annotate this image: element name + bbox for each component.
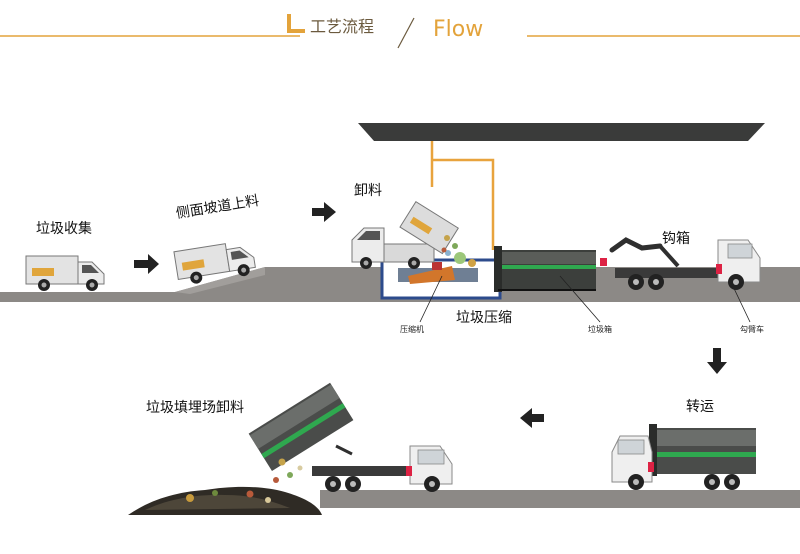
arrow-right-icon [312, 202, 336, 222]
part-label-compactor: 压缩机 [400, 325, 424, 334]
transfer-truck [611, 424, 756, 490]
header-logo-icon [287, 14, 305, 33]
arrow-left-icon [520, 408, 544, 428]
step-label-compress: 垃圾压缩 [456, 310, 512, 326]
step-label-unload: 卸料 [354, 183, 382, 199]
arrow-right-icon [134, 254, 159, 274]
header-title-en: Flow [433, 17, 484, 42]
leader-lines [419, 275, 751, 323]
compress-container [494, 246, 607, 292]
header-decoration [0, 14, 800, 49]
step-label-landfill: 垃圾填埋场卸料 [146, 400, 244, 416]
dump-truck [248, 382, 453, 492]
step-label-transfer: 转运 [686, 399, 714, 415]
arrow-down-icon [707, 348, 727, 374]
landfill-pile [128, 486, 322, 515]
canopy-roof [358, 123, 765, 250]
ground-bottom [320, 490, 800, 508]
ramp-van [173, 243, 256, 284]
step-label-hook: 钩箱 [662, 231, 690, 247]
part-label-container: 垃圾箱 [588, 325, 612, 334]
header-title-cn: 工艺流程 [310, 17, 375, 36]
hook-truck [609, 237, 761, 290]
step-label-collect: 垃圾收集 [36, 221, 92, 237]
part-label-hook-truck: 勾臂车 [740, 325, 764, 334]
flow-arrows [134, 202, 727, 428]
unloading-van [351, 200, 459, 269]
compactor-pit [380, 250, 502, 300]
collection-van [25, 255, 105, 291]
